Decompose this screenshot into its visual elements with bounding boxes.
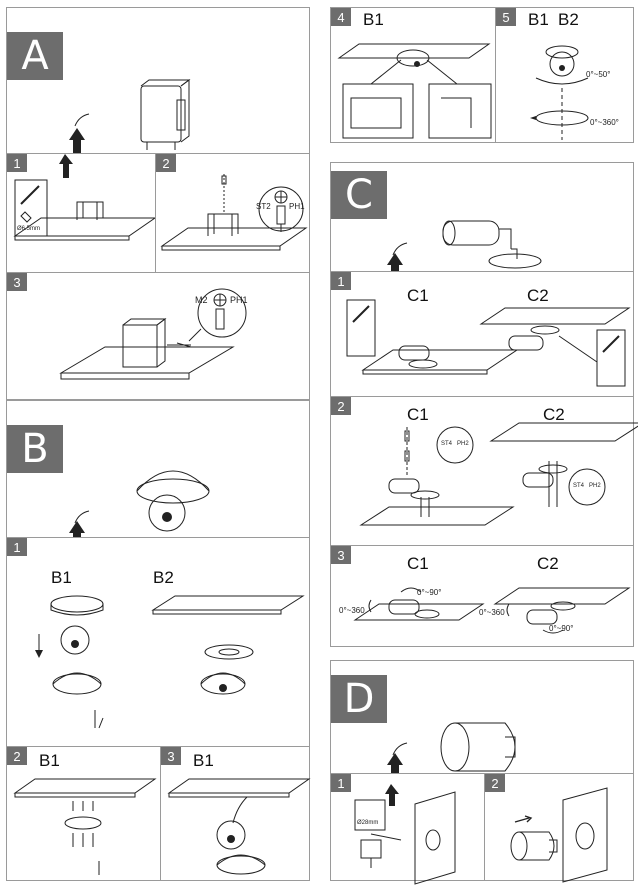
step-b2-number: 2 — [7, 747, 27, 765]
step-a1-illustration — [13, 154, 157, 241]
step-b2-variant-label: B1 — [39, 751, 60, 770]
step-a1-panel: 1 Ø6.5mm — [6, 153, 157, 273]
step-d2-number: 2 — [485, 774, 505, 792]
step-c3-variant-c1-label: C1 — [407, 554, 429, 573]
turret-camera-illustration — [387, 722, 516, 779]
screwdriver-type-ph1-a3: PH1 — [230, 295, 248, 305]
step-b5-variant-b1-label: B1 — [528, 10, 549, 29]
step-a3-panel: 3 M2 PH1 — [6, 272, 310, 400]
step-d1-illustration — [354, 784, 456, 885]
step-b1-number: 1 — [7, 538, 27, 556]
step-a3-illustration — [59, 288, 247, 380]
section-a-label: A — [7, 32, 63, 80]
variant-b1-label: B1 — [51, 568, 72, 587]
step-b5-illustration — [530, 45, 589, 140]
step-a2-illustration — [160, 174, 308, 251]
step-b3-variant-label: B1 — [193, 751, 214, 770]
section-d-label: D — [331, 675, 387, 723]
step-b5-number: 5 — [496, 8, 516, 26]
step-c1-number: 1 — [331, 272, 351, 290]
step-c3-number: 3 — [331, 546, 351, 564]
c3-left-pan-range: 0°~360 — [339, 606, 365, 615]
section-d-panel: D — [330, 660, 634, 779]
c2-left-driver-type: PH2 — [457, 441, 469, 447]
step-c2-variant-c1-label: C1 — [407, 405, 429, 424]
b5-pan-range: 0°~360° — [590, 118, 619, 127]
screw-type-st2: ST2 — [256, 202, 271, 211]
section-a-panel: A — [6, 7, 310, 154]
section-b-panel: B — [6, 400, 310, 547]
step-b4-illustration — [337, 43, 492, 139]
step-b4-panel: 4 B1 — [330, 7, 496, 143]
dome-camera-illustration — [69, 470, 210, 547]
step-d2-panel: 2 — [484, 773, 634, 883]
step-c3-variant-c2-label: C2 — [537, 554, 559, 573]
step-d2-illustration — [510, 787, 608, 883]
step-c2-number: 2 — [331, 397, 351, 415]
junction-box-illustration — [69, 79, 191, 154]
step-c3-illustration — [353, 587, 631, 634]
c3-right-tilt-range: 0°~90° — [549, 624, 574, 633]
section-c-label: C — [331, 171, 387, 219]
step-c3-panel: 3 C1 C2 0°~90° 0°~360 0°~360 0°~90° — [330, 545, 634, 647]
step-c2-variant-c2-label: C2 — [543, 405, 565, 424]
step-c2-illustration — [359, 422, 638, 526]
step-a3-number: 3 — [7, 273, 27, 291]
step-a1-number: 1 — [7, 154, 27, 172]
step-c1-illustration — [346, 299, 631, 387]
step-b3-illustration — [167, 778, 311, 875]
section-b-label: B — [7, 425, 63, 473]
step-b4-number: 4 — [331, 8, 351, 26]
step-c1-variant-c2-label: C2 — [527, 286, 549, 305]
section-c-panel: C — [330, 162, 634, 279]
b5-tilt-range: 0°~50° — [586, 70, 611, 79]
screw-type-m2: M2 — [195, 295, 208, 305]
variant-b2-label: B2 — [153, 568, 174, 587]
step-c1-variant-c1-label: C1 — [407, 286, 429, 305]
step-b3-panel: 3 B1 — [160, 746, 311, 881]
step-c2-panel: 2 C1 C2 ST4 PH2 ST4 PH2 — [330, 396, 638, 546]
step-b1-panel: 1 B1 B2 — [6, 537, 310, 747]
c3-left-tilt-range: 0°~90° — [417, 588, 442, 597]
bullet-camera-illustration — [387, 220, 542, 279]
c2-right-screw-type: ST4 — [573, 483, 585, 489]
step-d1-panel: 1 Ø28mm — [330, 773, 485, 885]
step-b1-illustration — [35, 595, 305, 729]
step-a2-number: 2 — [156, 154, 176, 172]
c3-right-pan-range: 0°~360 — [479, 608, 505, 617]
step-d1-number: 1 — [331, 774, 351, 792]
step-c1-panel: 1 C1 C2 — [330, 271, 634, 397]
c2-right-driver-type: PH2 — [589, 483, 601, 489]
step-b3-number: 3 — [161, 747, 181, 765]
step-b2-panel: 2 B1 — [6, 746, 161, 881]
drill-size-a1: Ø6.5mm — [17, 226, 41, 232]
drill-size-d1: Ø28mm — [357, 820, 379, 826]
step-b4-variant-label: B1 — [363, 10, 384, 29]
c2-left-screw-type: ST4 — [441, 441, 453, 447]
step-b2-illustration — [13, 778, 157, 875]
step-b5-variant-b2-label: B2 — [558, 10, 579, 29]
step-a2-panel: 2 ST2 PH1 — [155, 153, 310, 273]
screwdriver-type-ph1-a2: PH1 — [289, 202, 305, 211]
step-b5-panel: 5 B1 B2 0°~50° 0°~360° — [495, 7, 634, 143]
